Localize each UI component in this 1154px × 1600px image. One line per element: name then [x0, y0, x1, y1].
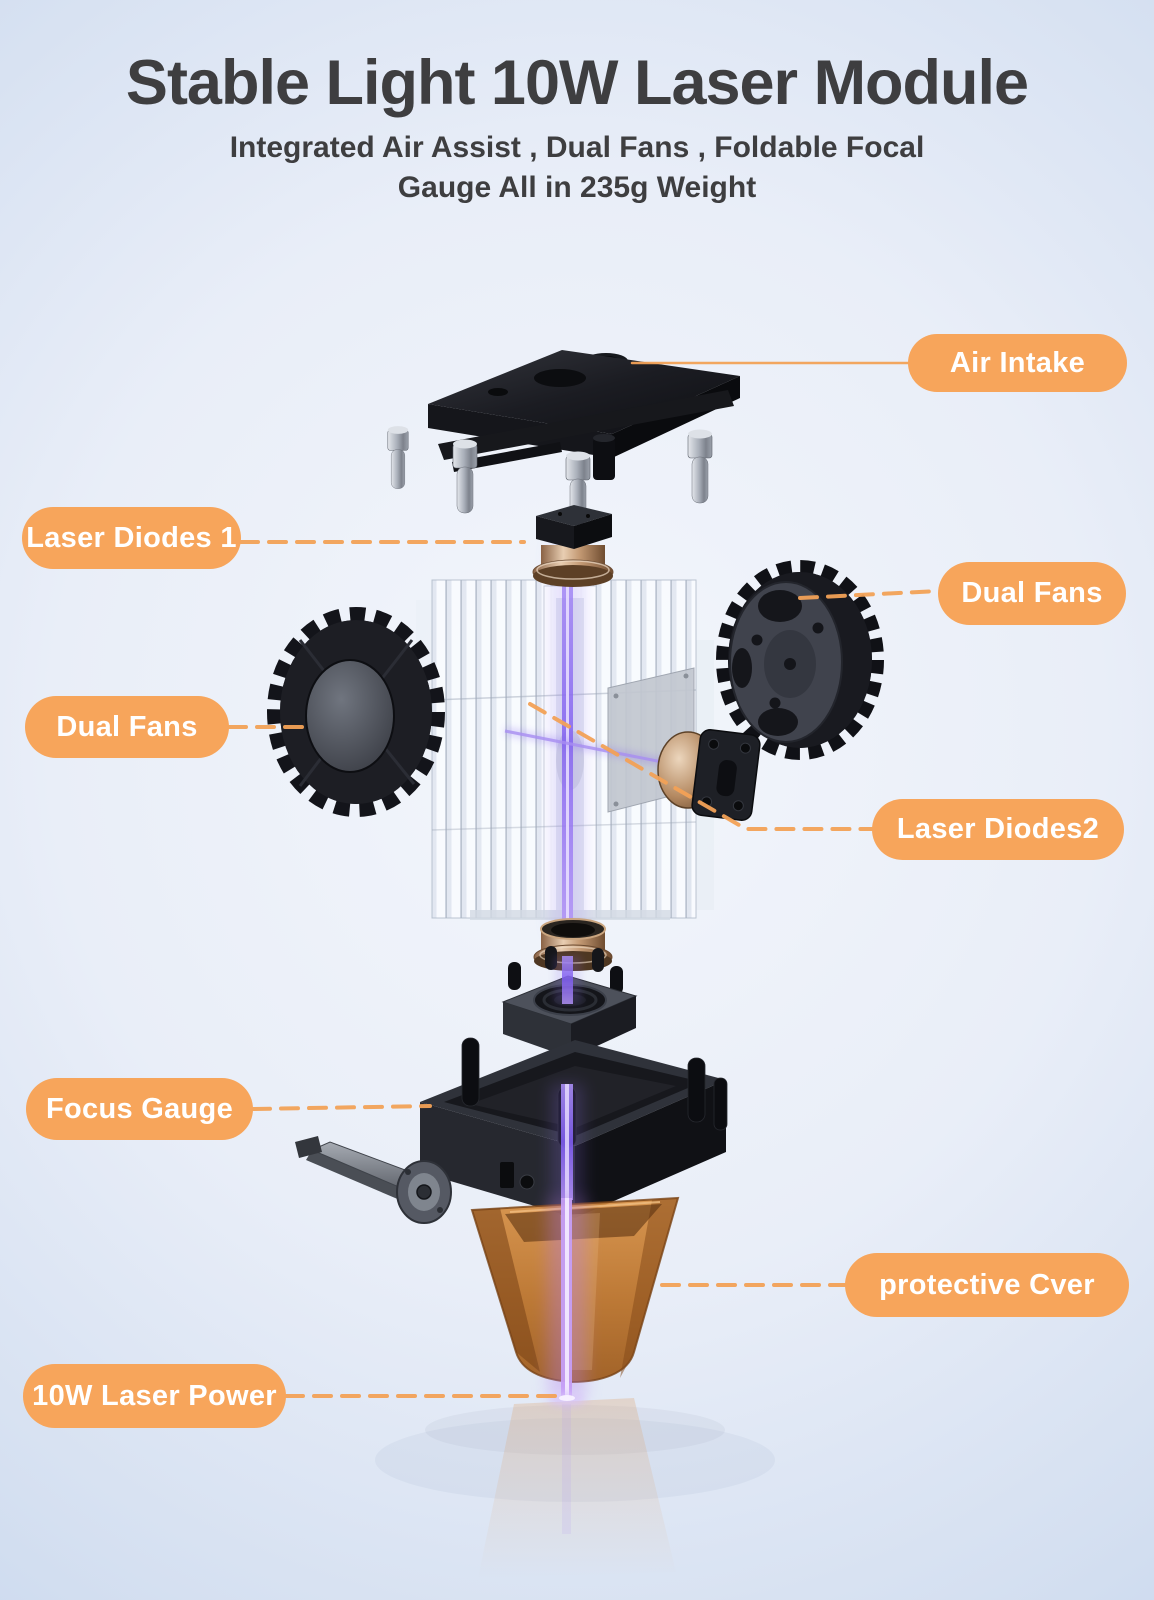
subtitle-line-1: Integrated Air Assist , Dual Fans , Fold…: [229, 131, 925, 165]
page-subtitle: Integrated Air Assist , Dual Fans , Fold…: [0, 128, 1154, 207]
subtitle-line-2: Gauge All in 235g Weight: [397, 170, 757, 204]
callout-dual-fans-right: Dual Fans: [938, 562, 1126, 625]
callout-dual-fans-left: Dual Fans: [25, 696, 229, 758]
callout-laser-diodes-2: Laser Diodes2: [872, 799, 1124, 860]
page-title: Stable Light 10W Laser Module: [125, 48, 1029, 118]
left-fan: [267, 607, 445, 817]
laser-beam-mid: [554, 956, 581, 1004]
callout-protective-cover: protective Cver: [845, 1253, 1129, 1317]
focus-gauge-arm: [295, 1136, 452, 1224]
laser-beam-box: [551, 1084, 583, 1200]
callout-air-intake: Air Intake: [908, 334, 1127, 392]
right-fan: [716, 560, 884, 760]
header: Stable Light 10W Laser Module Integrated…: [0, 50, 1154, 207]
lens-holder: [501, 946, 638, 1058]
laser-beam-lower: [548, 1198, 586, 1405]
callout-laser-diodes-1: Laser Diodes 1: [22, 507, 241, 569]
floor-reflection: [375, 1398, 775, 1578]
callout-laser-power: 10W Laser Power: [23, 1364, 286, 1428]
callout-focus-gauge: Focus Gauge: [26, 1078, 253, 1140]
dual-fans-right-connector: [798, 589, 940, 600]
air-intake-cap: [387, 350, 740, 526]
laser-beam: [504, 542, 699, 934]
laser-diode-1: [532, 505, 614, 587]
laser-diodes-2-connector: [528, 702, 874, 831]
laser-diode-2: [657, 729, 761, 821]
focus-gauge-connector: [251, 1104, 432, 1111]
